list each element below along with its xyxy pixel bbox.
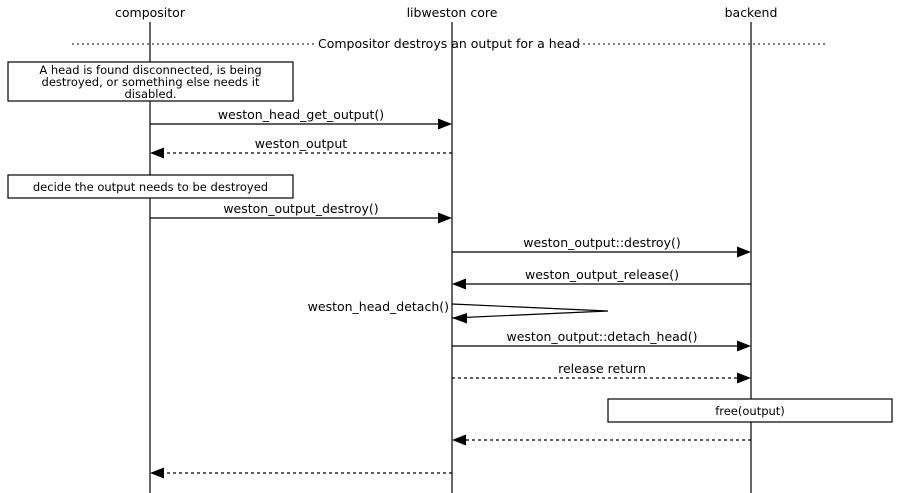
message-label-weston-output-release: weston_output_release() — [525, 267, 679, 282]
arrow-head-weston-output-colon-destroy — [737, 246, 751, 258]
message-label-weston-head-get-output: weston_head_get_output() — [218, 107, 384, 122]
arrow-head-weston-head-detach — [452, 313, 467, 324]
arrow-head-weston-output-detach-head — [737, 340, 751, 352]
arrow-head-weston-output-release — [452, 278, 466, 290]
note-head-disconnected-line-2: destroyed, or something else needs it — [42, 75, 260, 89]
message-label-weston-output-detach-head: weston_output::detach_head() — [507, 329, 698, 344]
actor-label-compositor: compositor — [115, 5, 186, 20]
note-head-disconnected-line-1: A head is found disconnected, is being — [39, 63, 261, 77]
actor-label-backend: backend — [725, 5, 778, 20]
actor-label-libweston-core: libweston core — [407, 5, 498, 20]
message-label-weston-output: weston_output — [255, 136, 347, 151]
note-free-output-box — [607, 398, 893, 423]
arrow-head-weston-output — [150, 147, 164, 159]
note-head-disconnected-line-3: disabled. — [124, 87, 176, 101]
arrow-head-weston-output-destroy — [438, 212, 452, 224]
message-label-weston-output-colon-destroy: weston_output::destroy() — [523, 235, 681, 250]
message-label-weston-output-destroy: weston_output_destroy() — [223, 201, 378, 216]
arrow-head-return-to-compositor — [150, 467, 164, 479]
arrow-head-release-return — [737, 372, 751, 384]
note-decide-destroy-box — [7, 174, 294, 199]
arrow-head-weston-head-get-output — [438, 118, 452, 130]
note-decide-destroy-line-1: decide the output needs to be destroyed — [33, 180, 268, 194]
message-selfcall-weston-head-detach — [451, 303, 609, 319]
message-label-weston-head-detach: weston_head_detach() — [308, 299, 449, 314]
note-head-disconnected-box — [7, 61, 294, 102]
message-label-release-return: release return — [558, 361, 646, 376]
note-free-output-line-1: free(output) — [715, 404, 785, 418]
arrow-head-return-to-libweston — [452, 434, 466, 446]
diagram-title: Compositor destroys an output for a head — [318, 36, 580, 51]
